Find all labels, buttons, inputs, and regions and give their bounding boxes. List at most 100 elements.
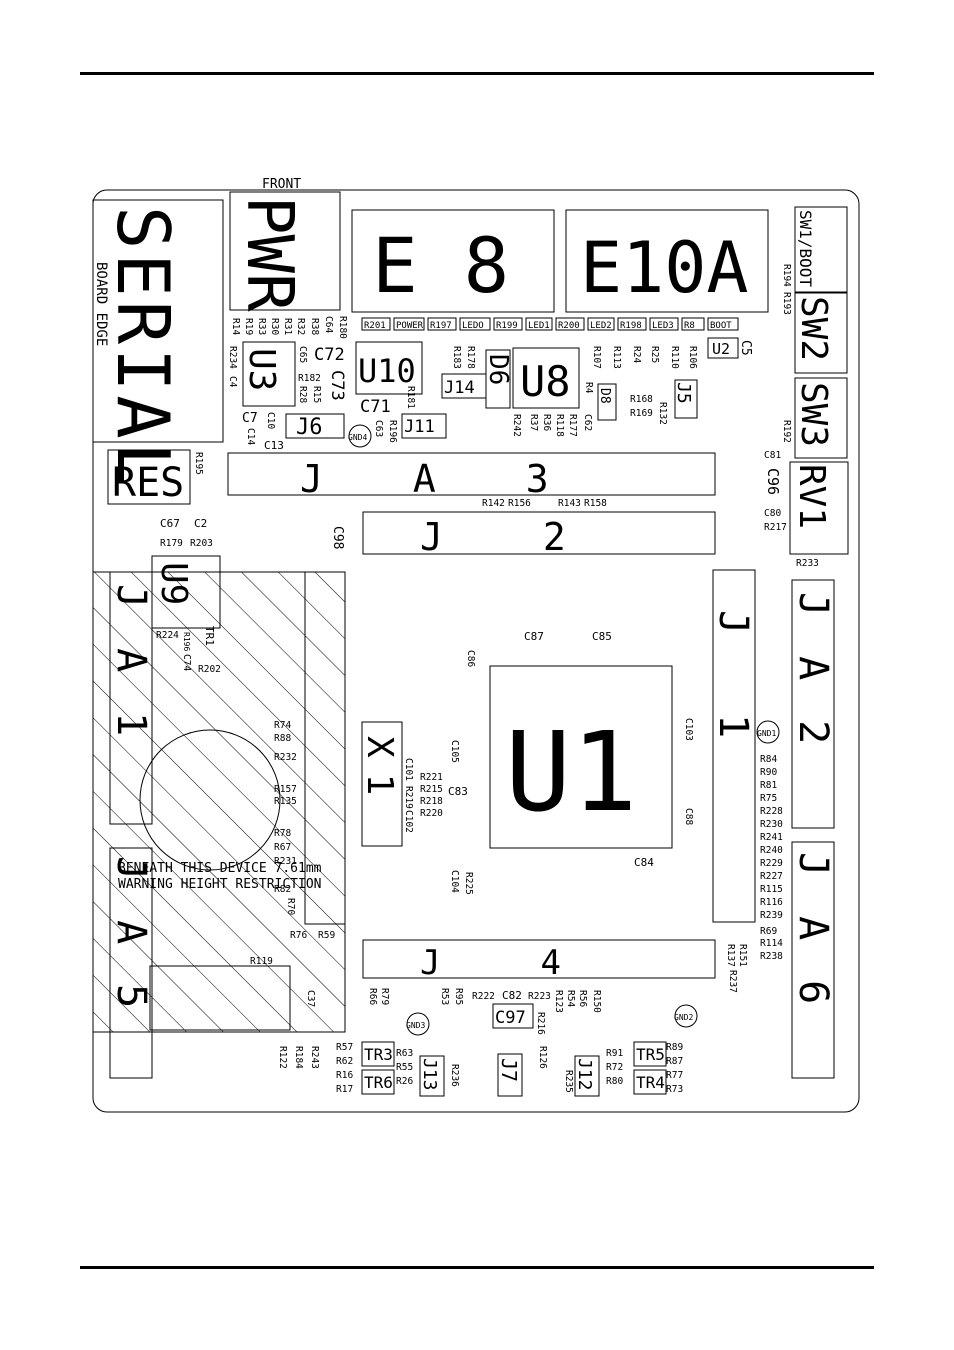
j5-header bbox=[674, 379, 698, 419]
label-c62: C62 bbox=[582, 414, 593, 431]
e8-label: E 8 bbox=[372, 221, 509, 310]
j2-label: J2 bbox=[420, 515, 666, 559]
led-row-box bbox=[525, 317, 553, 331]
label-c37: C37 bbox=[305, 990, 316, 1007]
label-r228: R228 bbox=[760, 806, 783, 817]
label-r66: R66 bbox=[367, 988, 378, 1005]
label-r179: R179 bbox=[160, 538, 183, 549]
rv1-label: RV1 bbox=[791, 464, 832, 529]
label-r203: R203 bbox=[190, 538, 213, 549]
label-r192: R192 bbox=[781, 420, 792, 443]
label-c64: C64 bbox=[323, 316, 334, 333]
label-c4: C4 bbox=[227, 376, 238, 388]
led-row-label: R197 bbox=[430, 321, 452, 331]
label-tr3: TR3 bbox=[364, 1045, 393, 1064]
label-r142: R142 bbox=[482, 498, 505, 509]
rv1-pot bbox=[789, 461, 849, 555]
ja5-label: JA5 bbox=[108, 856, 154, 1048]
label-r36: R36 bbox=[541, 414, 552, 431]
gnd1-point bbox=[756, 720, 780, 744]
label-r25: R25 bbox=[649, 346, 660, 363]
label-r230: R230 bbox=[760, 819, 783, 830]
label-c96: C96 bbox=[764, 468, 782, 495]
led-row-label: BOOT bbox=[710, 321, 732, 331]
label-r77: R77 bbox=[666, 1070, 683, 1081]
label-r177: R177 bbox=[567, 414, 578, 437]
label-r31: R31 bbox=[282, 318, 293, 335]
u9-chip bbox=[151, 555, 221, 629]
label-r115: R115 bbox=[760, 884, 783, 895]
label-r151: R151 bbox=[737, 944, 748, 967]
led-row-box bbox=[393, 317, 425, 331]
j6-label: J6 bbox=[296, 415, 323, 440]
label-r178: R178 bbox=[465, 346, 476, 369]
label-c98: C98 bbox=[330, 526, 345, 549]
ja6-label: JA6 bbox=[790, 852, 836, 1044]
led-row-box bbox=[555, 317, 585, 331]
label-r76: R76 bbox=[290, 930, 307, 941]
header-rule bbox=[80, 72, 874, 75]
label-r75: R75 bbox=[760, 793, 777, 804]
j14-label: J14 bbox=[444, 378, 475, 398]
label-r55: R55 bbox=[396, 1062, 413, 1073]
u8-label: U8 bbox=[520, 357, 571, 406]
label-r74: R74 bbox=[274, 720, 291, 731]
ja5-header bbox=[109, 847, 153, 1079]
label-r14: R14 bbox=[230, 318, 241, 335]
label-r137: R137 bbox=[725, 944, 736, 967]
label-r215: R215 bbox=[420, 784, 443, 795]
j7-label: J7 bbox=[497, 1058, 521, 1082]
label-r225: R225 bbox=[463, 872, 474, 895]
label-r37: R37 bbox=[528, 414, 539, 431]
label-r73: R73 bbox=[666, 1084, 683, 1095]
label-r54: R54 bbox=[565, 990, 576, 1007]
label-r231: R231 bbox=[274, 856, 297, 867]
label-gnd1: GND1 bbox=[757, 729, 776, 738]
label-c105: C105 bbox=[449, 740, 460, 763]
sw1-switch bbox=[794, 206, 848, 293]
label-r222: R222 bbox=[472, 991, 495, 1002]
label-r67: R67 bbox=[274, 842, 291, 853]
label-r235: R235 bbox=[563, 1070, 574, 1093]
board-edge-label: BOARD EDGE bbox=[93, 262, 109, 346]
e8-connector bbox=[351, 209, 555, 313]
u1-label: U1 bbox=[505, 708, 637, 836]
led-row-box bbox=[427, 317, 457, 331]
ja2-label: JA2 bbox=[790, 592, 836, 784]
label-r113: R113 bbox=[611, 346, 622, 369]
label-c2: C2 bbox=[194, 517, 207, 530]
x1-label: X1 bbox=[359, 736, 400, 811]
label-r118: R118 bbox=[554, 414, 565, 437]
label-c67: C67 bbox=[160, 517, 180, 530]
label-r218: R218 bbox=[420, 796, 443, 807]
tr6-transistor bbox=[361, 1069, 395, 1095]
label-r217: R217 bbox=[764, 522, 787, 533]
u2-chip bbox=[707, 337, 739, 359]
label-r87: R87 bbox=[666, 1056, 683, 1067]
label-r88: R88 bbox=[274, 733, 291, 744]
label-r89: R89 bbox=[666, 1042, 683, 1053]
label-r28: R28 bbox=[297, 386, 308, 403]
led-row-box bbox=[617, 317, 647, 331]
led-row-label: R201 bbox=[364, 321, 386, 331]
label-c81: C81 bbox=[764, 450, 781, 461]
label-c13: C13 bbox=[264, 439, 284, 452]
led-row-label: R200 bbox=[558, 321, 580, 331]
label-c80: C80 bbox=[764, 508, 781, 519]
ja6-header bbox=[791, 841, 835, 1079]
label-tr6: TR6 bbox=[364, 1073, 393, 1092]
label-c74: C74 bbox=[181, 654, 192, 671]
label-r72: R72 bbox=[606, 1062, 623, 1073]
label-c87: C87 bbox=[524, 630, 544, 643]
serial-connector bbox=[92, 199, 224, 443]
e10a-label: E10A bbox=[580, 227, 749, 309]
u10-label: U10 bbox=[358, 352, 416, 390]
label-r69: R69 bbox=[760, 926, 777, 937]
led-row-label: R8 bbox=[684, 321, 695, 331]
j4-label: J4 bbox=[420, 943, 661, 983]
label-c72: C72 bbox=[314, 345, 345, 365]
label-gnd3: GND3 bbox=[406, 1021, 425, 1030]
ja1-label: JA1 bbox=[108, 584, 154, 776]
led-row-label: R199 bbox=[496, 321, 518, 331]
